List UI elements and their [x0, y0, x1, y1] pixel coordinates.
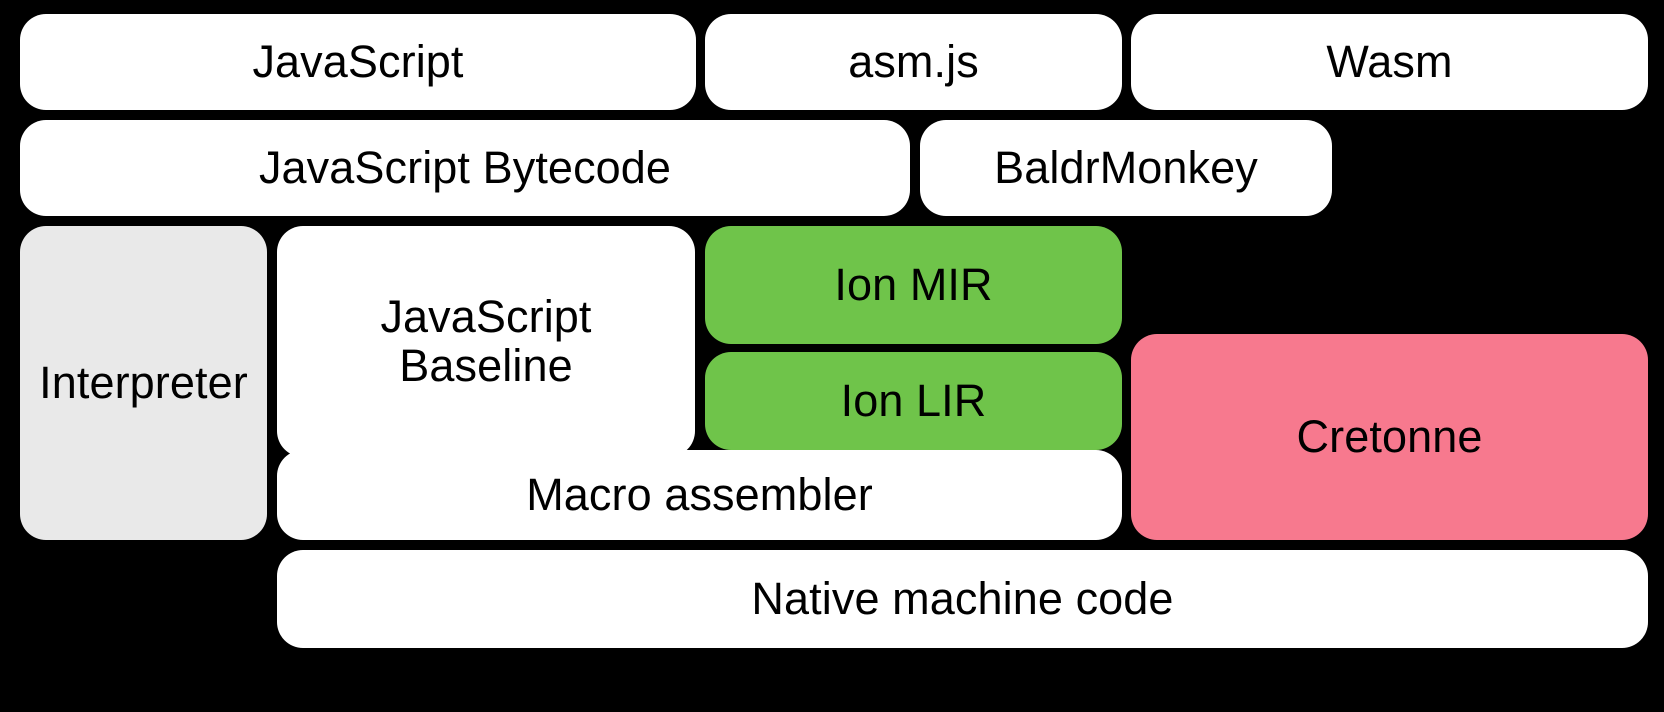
node-macro-assembler: Macro assembler — [277, 450, 1122, 540]
node-javascript-bytecode: JavaScript Bytecode — [20, 120, 910, 216]
node-wasm: Wasm — [1131, 14, 1648, 110]
node-ion-lir: Ion LIR — [705, 352, 1122, 450]
node-native-machine-code: Native machine code — [277, 550, 1648, 648]
node-cretonne: Cretonne — [1131, 334, 1648, 540]
node-ion-mir: Ion MIR — [705, 226, 1122, 344]
node-javascript: JavaScript — [20, 14, 696, 110]
node-asm-js: asm.js — [705, 14, 1122, 110]
node-javascript-baseline: JavaScript Baseline — [277, 226, 695, 457]
node-baldrmonkey: BaldrMonkey — [920, 120, 1332, 216]
node-interpreter: Interpreter — [20, 226, 267, 540]
